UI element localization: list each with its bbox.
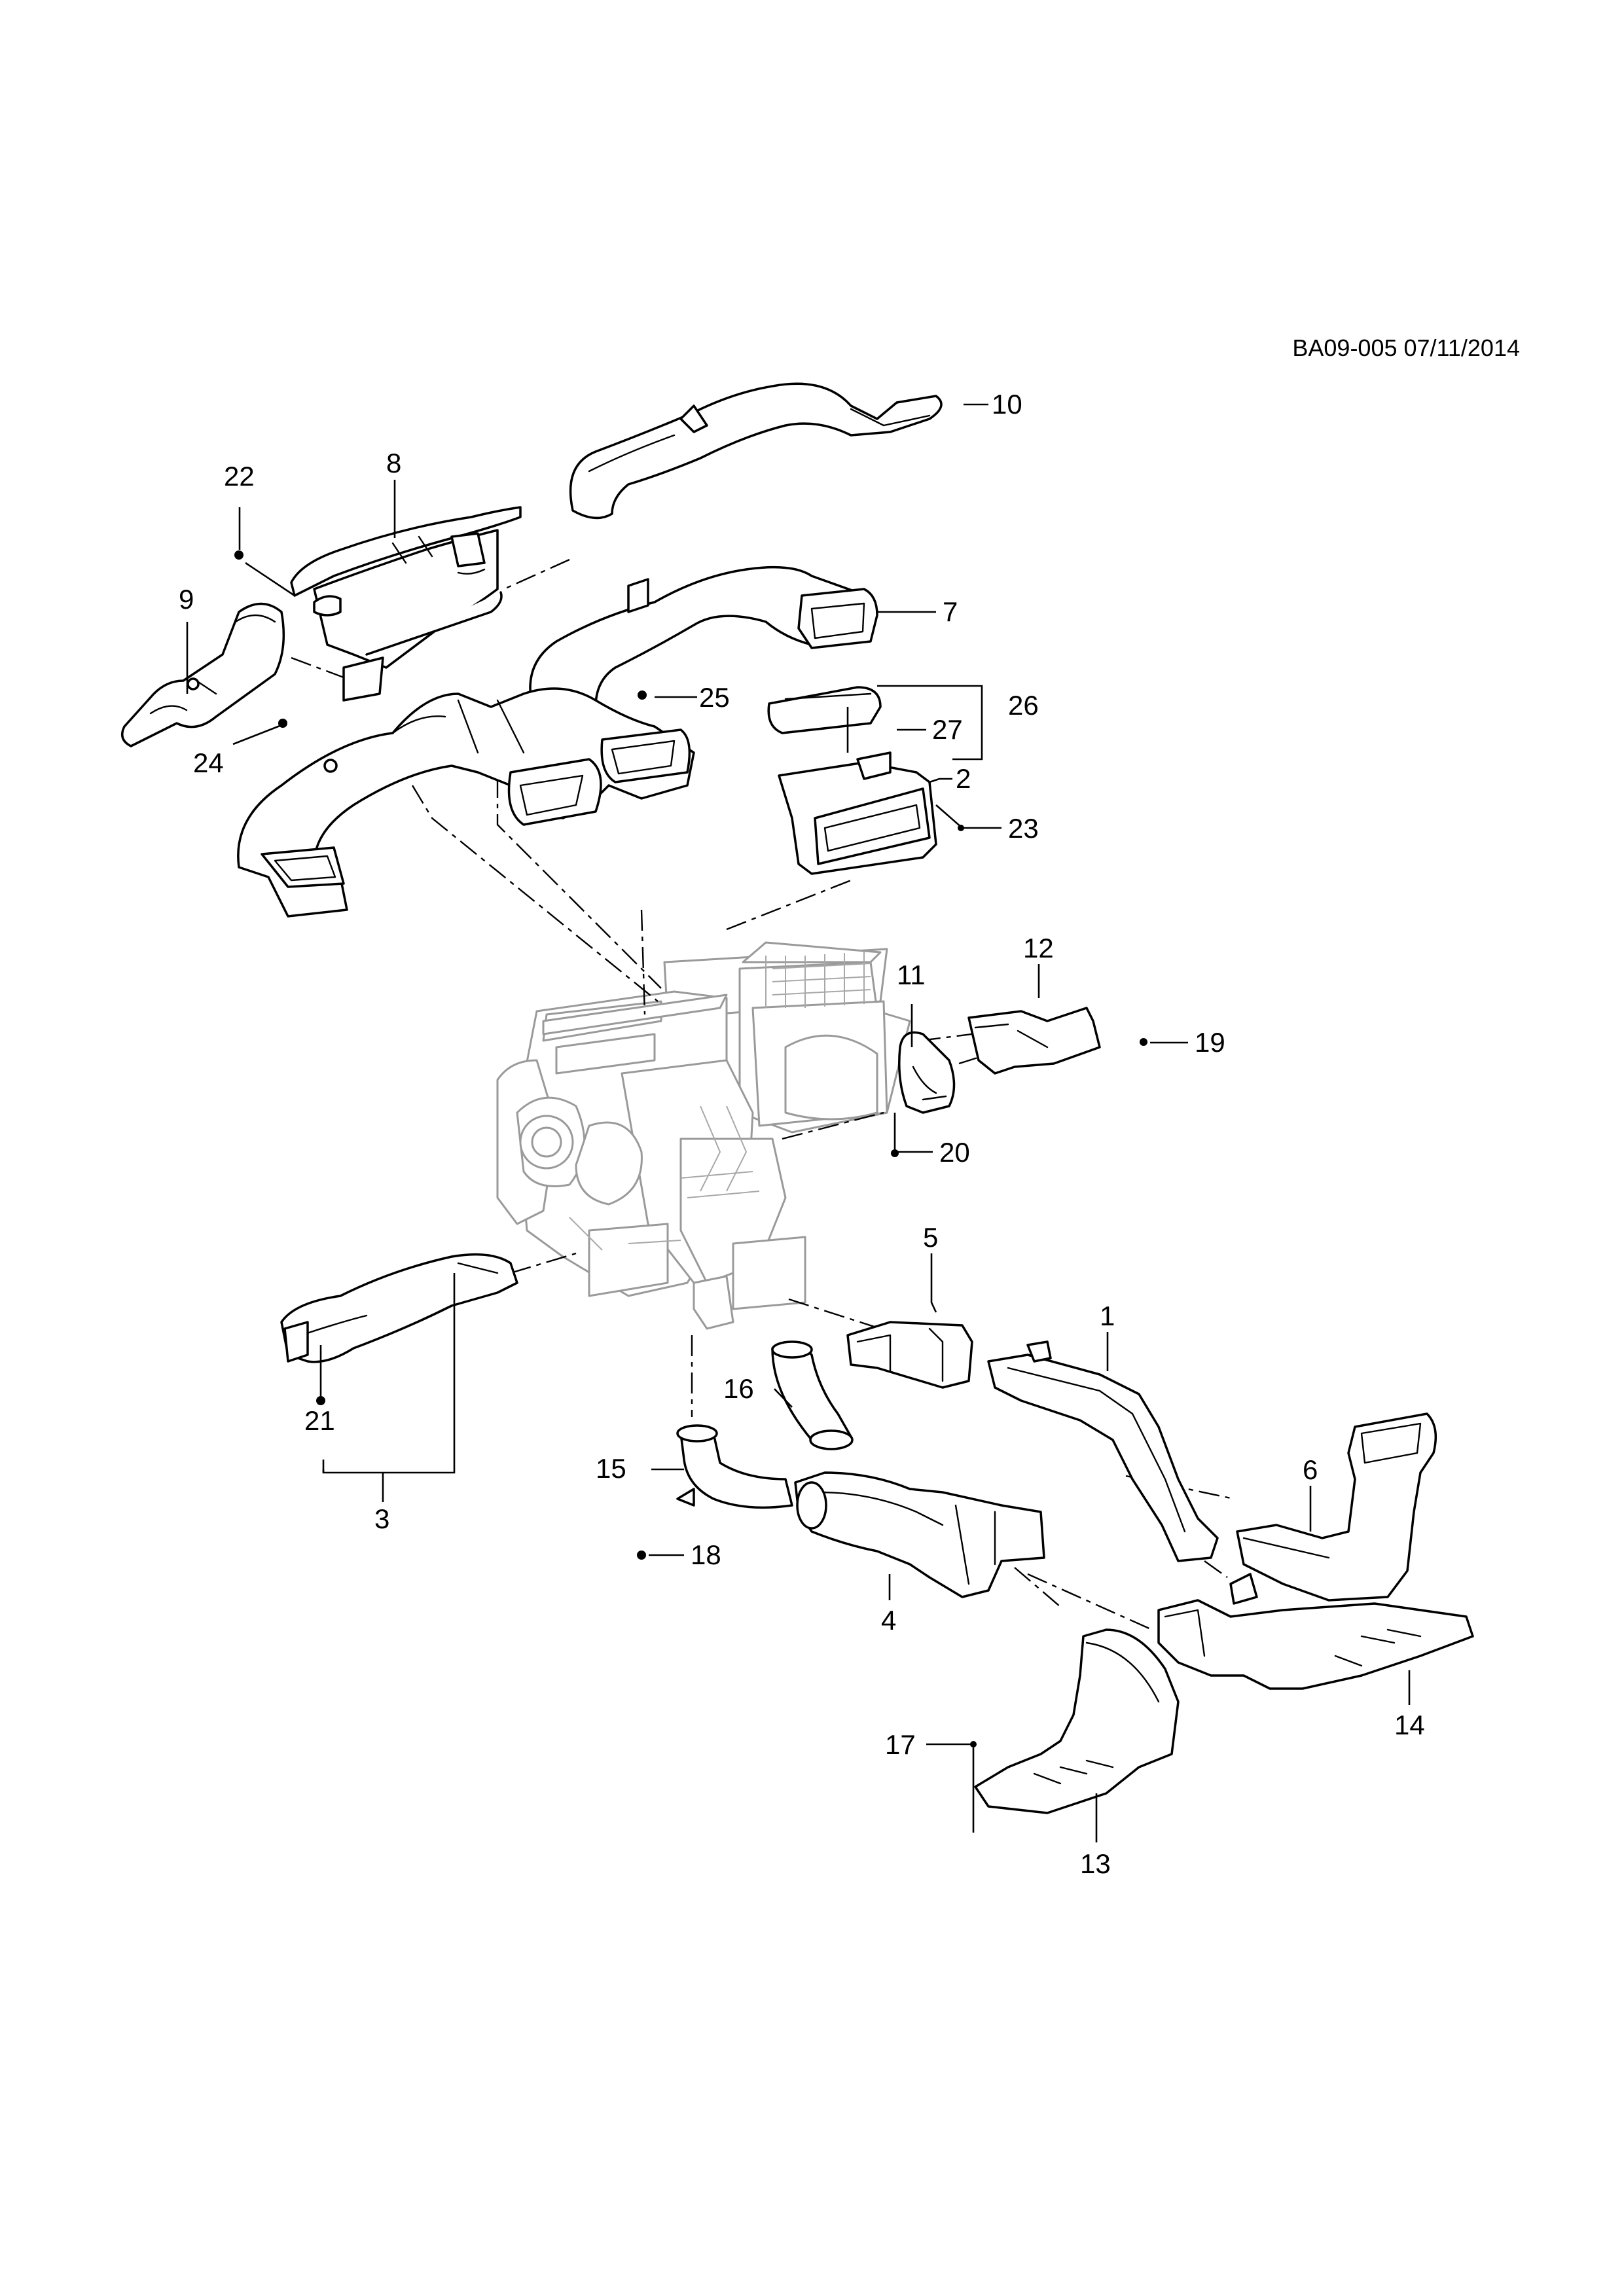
callout-18: 18 bbox=[691, 1539, 721, 1570]
callout-15: 15 bbox=[596, 1453, 626, 1484]
callout-24: 24 bbox=[193, 747, 224, 778]
fastener-22 bbox=[234, 550, 244, 560]
part-11-elbow bbox=[898, 1031, 956, 1114]
callout-10: 10 bbox=[992, 389, 1022, 420]
callout-6: 6 bbox=[1303, 1454, 1318, 1485]
callout-14: 14 bbox=[1394, 1710, 1425, 1740]
part-16-hose bbox=[771, 1340, 854, 1450]
part-14-rear-duct bbox=[1157, 1599, 1474, 1690]
central-manifold bbox=[237, 687, 695, 918]
part-15-hose bbox=[676, 1424, 793, 1509]
callout-5: 5 bbox=[923, 1222, 938, 1253]
part-3-left-lower-duct bbox=[280, 1253, 518, 1363]
callout-17: 17 bbox=[885, 1729, 916, 1760]
callout-13: 13 bbox=[1080, 1848, 1111, 1879]
callout-21: 21 bbox=[304, 1405, 335, 1436]
callout-4: 4 bbox=[881, 1605, 896, 1636]
part-9-left-vent bbox=[120, 602, 285, 747]
callout-7: 7 bbox=[943, 596, 958, 627]
part-7-right-duct bbox=[529, 565, 878, 721]
part-13-rear-duct bbox=[974, 1628, 1180, 1814]
part-10-upper-duct bbox=[569, 382, 943, 520]
callout-8: 8 bbox=[386, 448, 401, 478]
fastener-25 bbox=[638, 691, 647, 700]
part-12-side-duct bbox=[967, 1007, 1101, 1075]
callout-labels: 10 8 22 9 7 25 26 27 24 2 23 11 12 19 20… bbox=[179, 389, 1425, 1879]
callout-2: 2 bbox=[956, 763, 971, 794]
callout-23: 23 bbox=[1008, 813, 1039, 844]
callout-27: 27 bbox=[932, 714, 963, 745]
hvac-module bbox=[496, 941, 911, 1330]
part-26-cap bbox=[767, 686, 882, 734]
callout-25: 25 bbox=[699, 682, 730, 713]
diagram-code: BA09-005 07/11/2014 bbox=[1292, 334, 1520, 361]
callout-11: 11 bbox=[897, 960, 926, 990]
fastener-17 bbox=[970, 1741, 977, 1748]
part-8-top-cover bbox=[290, 506, 522, 702]
part-1-long-duct bbox=[987, 1340, 1219, 1562]
part-2-vent-box bbox=[778, 751, 937, 875]
callout-3: 3 bbox=[374, 1503, 389, 1534]
callout-12: 12 bbox=[1023, 933, 1054, 963]
part-6-riser-duct bbox=[1229, 1412, 1437, 1605]
callout-9: 9 bbox=[179, 584, 194, 615]
callout-20: 20 bbox=[939, 1137, 970, 1168]
callout-19: 19 bbox=[1195, 1027, 1225, 1058]
callout-16: 16 bbox=[723, 1373, 754, 1404]
part-5-connector bbox=[846, 1321, 973, 1389]
fasteners bbox=[234, 550, 1147, 1748]
callout-22: 22 bbox=[224, 461, 255, 492]
fastener-18 bbox=[637, 1551, 646, 1560]
callout-26: 26 bbox=[1008, 690, 1039, 721]
fastener-19 bbox=[1140, 1038, 1147, 1046]
fastener-21 bbox=[316, 1396, 325, 1405]
leader-lines bbox=[186, 403, 1411, 1842]
callout-1: 1 bbox=[1100, 1300, 1115, 1331]
part-4-floor-duct bbox=[794, 1471, 1045, 1598]
